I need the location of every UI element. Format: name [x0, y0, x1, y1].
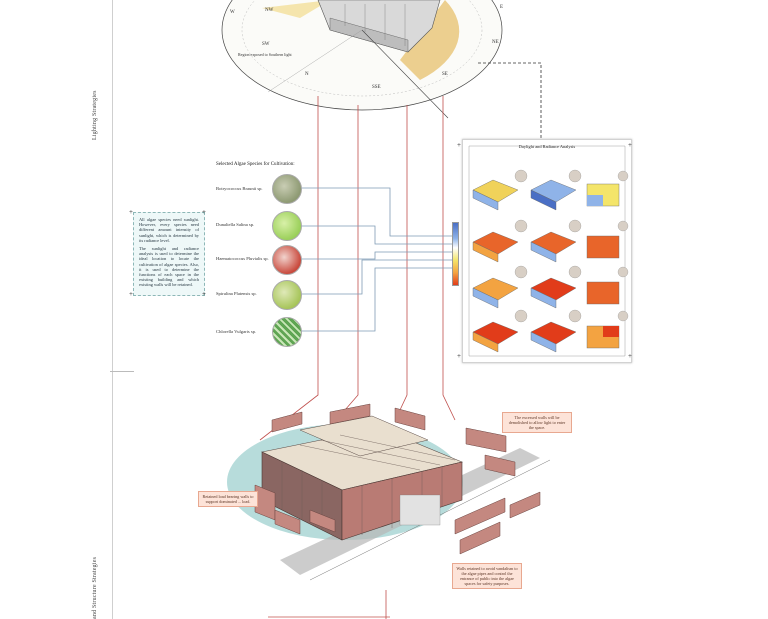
species-label-botryococcus: Botryococcus Braunii sp. — [216, 186, 263, 191]
compass-se: SE — [442, 72, 448, 77]
compass-ne: NE — [492, 40, 499, 45]
species-image-haematococcus — [272, 245, 302, 275]
species-label-chlorella: Chlorella Vulgaris sp. — [216, 329, 257, 334]
compass-sse: SSE — [372, 85, 381, 90]
analysis-models — [472, 169, 629, 353]
info-paragraph-2: The sunlight and radiance analysis is us… — [139, 246, 199, 288]
species-image-dunaliella — [272, 211, 302, 241]
crosshair-icon: + — [202, 290, 206, 298]
daylight-analysis-panel: Daylight and Radiance Analysis — [462, 139, 632, 363]
compass-n: N — [305, 72, 309, 77]
species-image-chlorella — [272, 317, 302, 347]
info-paragraph-1: All algae species need sunlight. However… — [139, 217, 199, 243]
species-connectors — [300, 187, 457, 332]
analysis-grid — [468, 145, 629, 357]
crosshair-icon: + — [457, 141, 461, 149]
crosshair-icon: + — [628, 352, 632, 360]
region-label: Region exposed to Southern light — [238, 52, 292, 57]
species-label-haematococcus: Haematococcus Pluvialis sp. — [216, 256, 269, 261]
exploded-building-axonometric — [227, 403, 551, 581]
species-label-spirulina: Spirulina Platensis sp. — [216, 291, 257, 296]
sun-to-panel-connector — [478, 62, 542, 141]
note-demolish-walls: The excessed walls will be demolished to… — [502, 412, 572, 433]
sun-model-building — [317, 0, 441, 53]
sun-path-diagram — [221, 0, 503, 119]
crosshair-icon: + — [129, 208, 133, 216]
panel-title: Daylight and Radiance Analysis — [518, 144, 576, 149]
crosshair-icon: + — [457, 352, 461, 360]
southern-light-region — [400, 0, 460, 80]
crosshair-icon: + — [129, 290, 133, 298]
species-image-spirulina — [272, 280, 302, 310]
species-image-botryococcus — [272, 174, 302, 204]
crosshair-icon: + — [628, 141, 632, 149]
compass-sw: SW — [262, 42, 270, 47]
species-title: Selected Algae Species for Cultivation: — [216, 162, 295, 167]
compass-w: W — [230, 10, 235, 15]
species-label-dunaliella: Dunaliella Salina sp. — [216, 222, 255, 227]
radiance-legend-bar — [452, 222, 459, 286]
sidebar-tick — [110, 371, 134, 372]
crosshair-icon: + — [202, 208, 206, 216]
note-walls-retained-safety: Walls retained to avoid vandalism to the… — [452, 563, 522, 589]
sidebar-divider — [112, 0, 113, 619]
compass-nw: NW — [265, 8, 274, 13]
note-retained-walls: Retained load bearing walls to support d… — [198, 491, 258, 507]
compass-e: E — [500, 5, 504, 10]
algae-info-box: All algae species need sunlight. However… — [133, 212, 205, 296]
